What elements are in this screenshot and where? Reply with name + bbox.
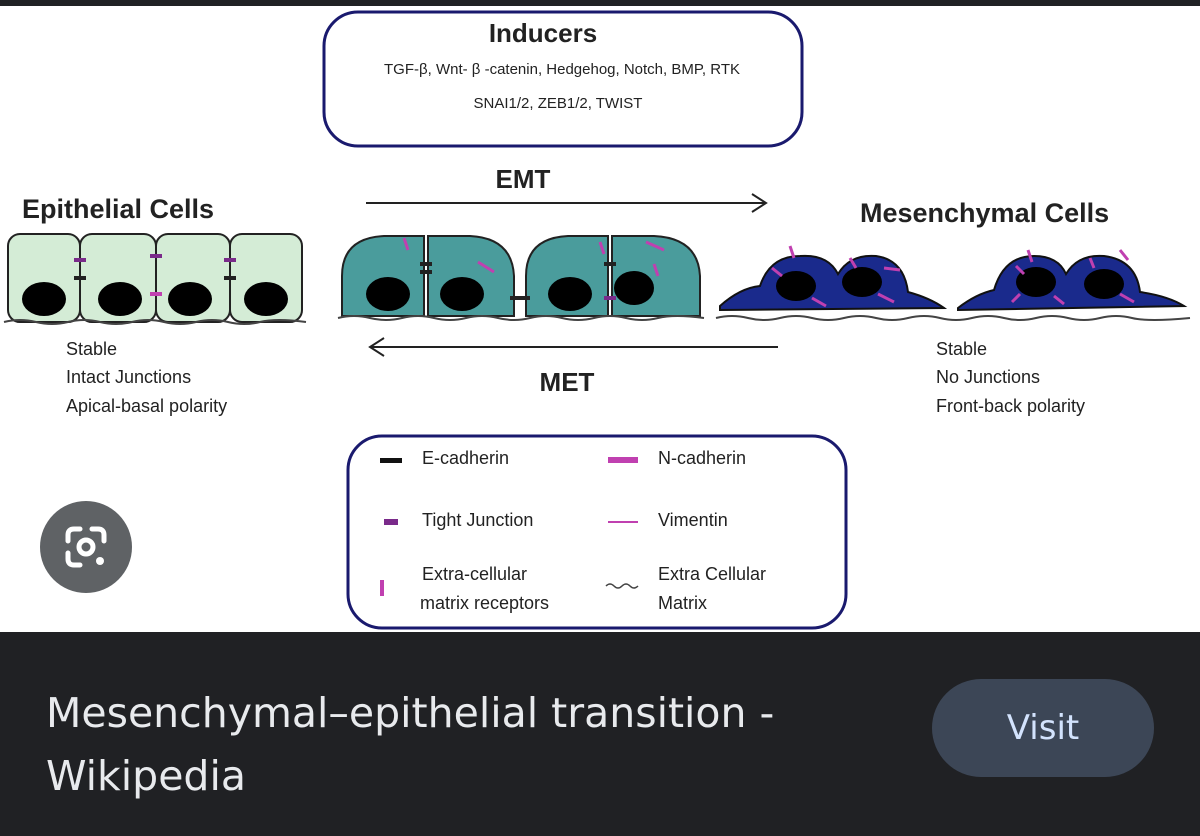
met-label: MET (540, 367, 595, 397)
legend-box (346, 434, 848, 630)
lens-button[interactable] (40, 501, 132, 593)
epithelial-title: Epithelial Cells (22, 194, 214, 224)
legend-ecm-1: Extra Cellular (658, 564, 766, 584)
legend-e-cadherin: E-cadherin (422, 448, 509, 468)
n-cadherin-swatch (608, 457, 638, 463)
mesenchymal-prop-2: No Junctions (936, 367, 1040, 387)
inducers-line2: SNAI1/2, ZEB1/2, TWIST (474, 95, 643, 112)
legend-ecm-2: Matrix (658, 593, 707, 613)
emt-label: EMT (496, 164, 551, 194)
legend-n-cadherin: N-cadherin (658, 448, 746, 468)
visit-button[interactable]: Visit (932, 679, 1154, 777)
inducers-line1: TGF-β, Wnt- β -catenin, Hedgehog, Notch,… (384, 61, 740, 78)
inducers-title: Inducers (489, 18, 597, 48)
legend-ecm-receptors-1: Extra-cellular (422, 564, 527, 584)
mesenchymal-title: Mesenchymal Cells (860, 198, 1109, 228)
top-bar (0, 0, 1200, 6)
tight-junction-swatch (384, 519, 398, 525)
epithelial-prop-1: Stable (66, 339, 117, 359)
ecm-swatch (605, 583, 639, 589)
legend-tight-junction: Tight Junction (422, 510, 533, 530)
inducers-box (322, 10, 804, 148)
google-lens-icon (65, 526, 107, 568)
emt-met-diagram: Inducers TGF-β, Wnt- β -catenin, Hedgeho… (3, 10, 1191, 630)
e-cadherin-swatch (380, 458, 402, 463)
epithelial-prop-3: Apical-basal polarity (66, 396, 227, 416)
epithelial-cells-illustration (3, 233, 307, 325)
legend-ecm-receptors-2: matrix receptors (420, 593, 549, 613)
epithelial-prop-2: Intact Junctions (66, 367, 191, 387)
epithelial-properties: Stable Intact Junctions Apical-basal pol… (66, 339, 227, 416)
mesenchymal-prop-1: Stable (936, 339, 987, 359)
transition-cells-illustration (337, 235, 705, 321)
mesenchymal-cells-illustration (715, 245, 1191, 321)
result-title-link[interactable]: Mesenchymal–epithelial transition - Wiki… (46, 689, 775, 800)
mesenchymal-prop-3: Front-back polarity (936, 396, 1085, 416)
legend-vimentin: Vimentin (658, 510, 728, 530)
mesenchymal-properties: Stable No Junctions Front-back polarity (936, 339, 1085, 416)
ecm-receptor-swatch (380, 580, 384, 596)
result-image[interactable]: Inducers TGF-β, Wnt- β -catenin, Hedgeho… (0, 6, 1200, 632)
